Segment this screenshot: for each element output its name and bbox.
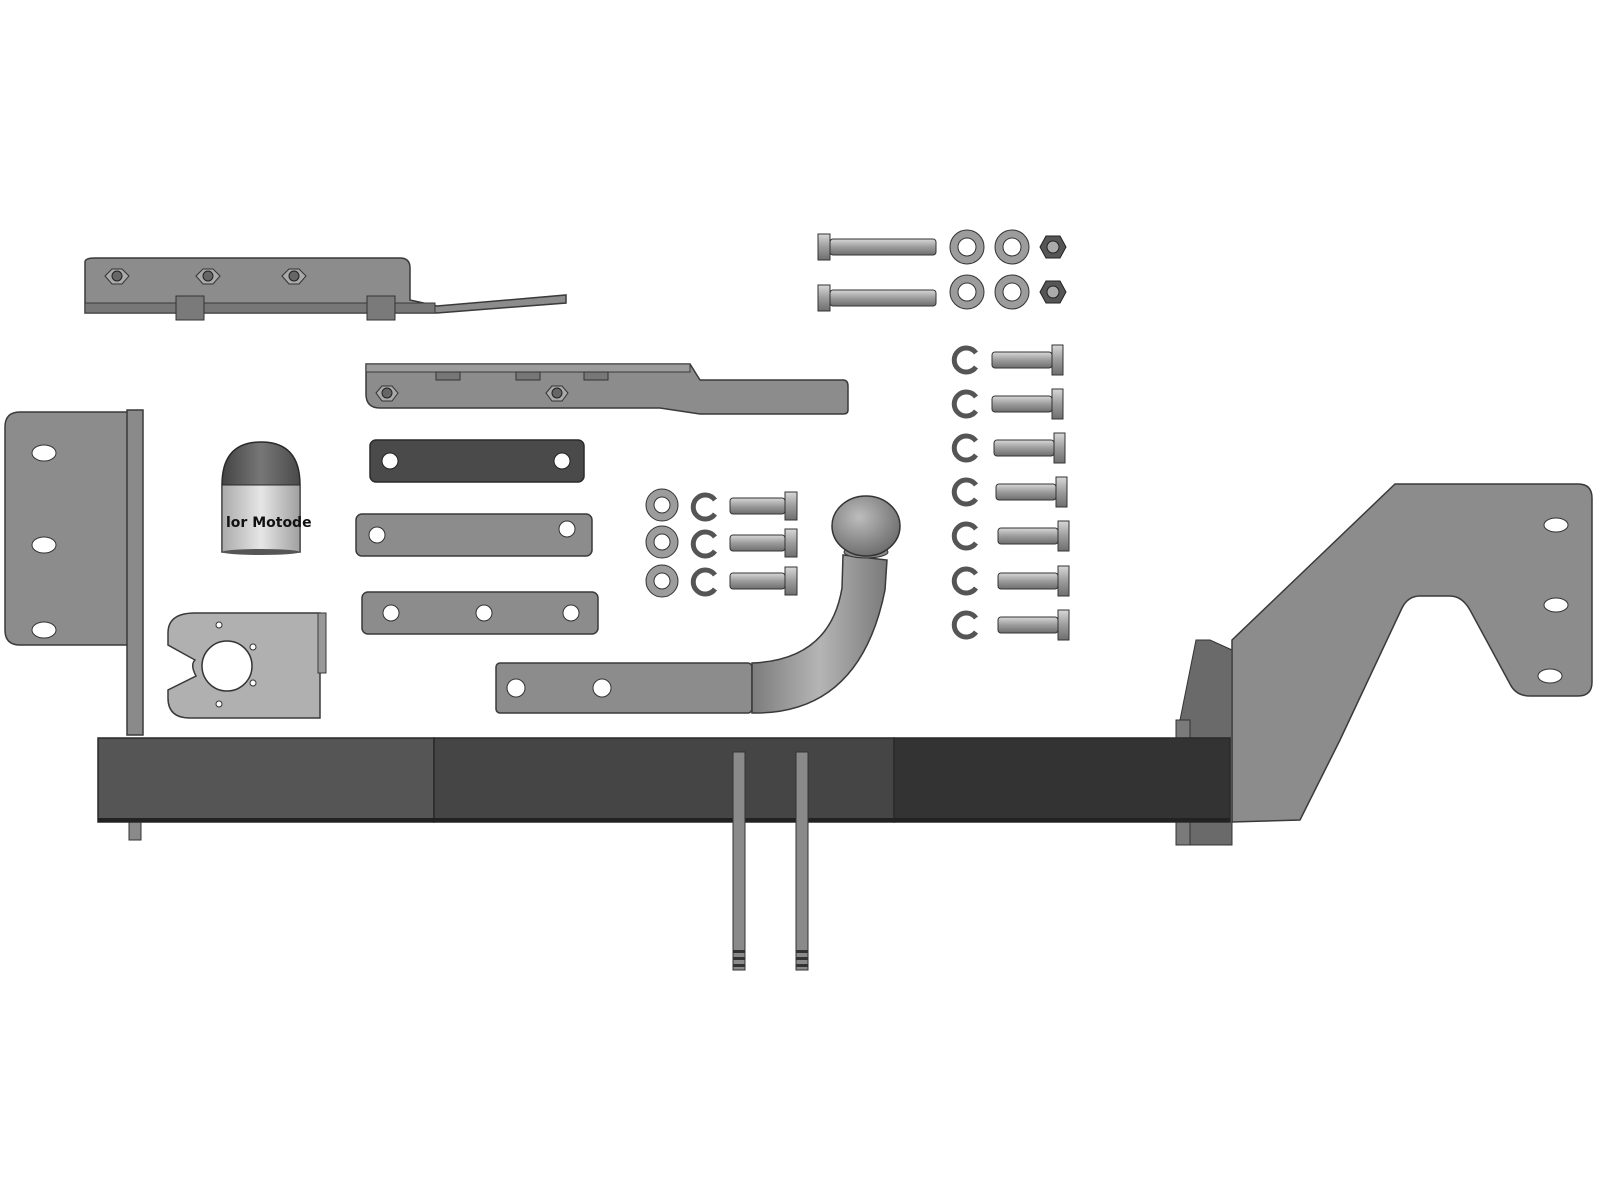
- hex-bolt: [995, 476, 1068, 508]
- left-side-plate: [4, 409, 144, 841]
- hex-bolt: [729, 528, 798, 558]
- flat-washer: [994, 229, 1030, 265]
- lock-washer: [951, 521, 979, 551]
- hanging-rods: [732, 751, 809, 971]
- top-right-hardware-set: [817, 229, 1067, 312]
- hex-bolt: [729, 566, 798, 596]
- threaded-rod: [795, 751, 809, 971]
- flat-plate-two-holes: [355, 513, 593, 557]
- hex-nut: [1039, 235, 1067, 259]
- flat-washer: [645, 525, 679, 559]
- flat-washer: [994, 274, 1030, 310]
- right-hardware-column: [951, 344, 1070, 641]
- hex-bolt: [997, 609, 1070, 641]
- hex-bolt: [729, 491, 798, 521]
- socket-mounting-plate: [167, 612, 327, 719]
- top-mounting-bracket: [84, 257, 567, 321]
- bracket-nut: [375, 385, 399, 402]
- flat-washer: [949, 274, 985, 310]
- main-crossbeam: [97, 737, 1231, 823]
- long-bolt: [817, 284, 937, 312]
- lock-washer: [951, 389, 979, 419]
- long-bolt: [817, 233, 937, 261]
- lock-washer: [951, 433, 979, 463]
- hex-bolt: [997, 520, 1070, 552]
- flat-washer: [645, 564, 679, 598]
- tow-ball-cap: lor Motode: [221, 441, 312, 555]
- bracket-nut: [281, 268, 307, 285]
- tow-ball-arm: [495, 495, 901, 714]
- lock-washer: [951, 345, 979, 375]
- lock-washer: [690, 529, 718, 559]
- hex-bolt: [993, 432, 1066, 464]
- flat-washer: [949, 229, 985, 265]
- mid-hardware-set: [645, 488, 798, 598]
- threaded-rod: [732, 751, 746, 971]
- lock-washer: [951, 566, 979, 596]
- lock-washer: [951, 477, 979, 507]
- lock-washer: [951, 610, 979, 640]
- lock-washer: [690, 567, 718, 597]
- hex-bolt: [997, 565, 1070, 597]
- bracket-nut: [545, 385, 569, 402]
- right-side-bracket: [1175, 483, 1593, 846]
- tow-ball: [831, 495, 901, 557]
- flat-washer: [645, 488, 679, 522]
- long-side-bracket: [365, 363, 849, 415]
- bracket-nut: [104, 268, 130, 285]
- hex-bolt: [991, 388, 1064, 420]
- bracket-nut: [195, 268, 221, 285]
- lock-washer: [690, 492, 718, 522]
- dark-spacer-plate: [369, 439, 585, 483]
- flat-plate-three-holes: [361, 591, 599, 635]
- cap-brand-label: lor Motode: [226, 515, 312, 531]
- hex-nut: [1039, 280, 1067, 304]
- hex-bolt: [991, 344, 1064, 376]
